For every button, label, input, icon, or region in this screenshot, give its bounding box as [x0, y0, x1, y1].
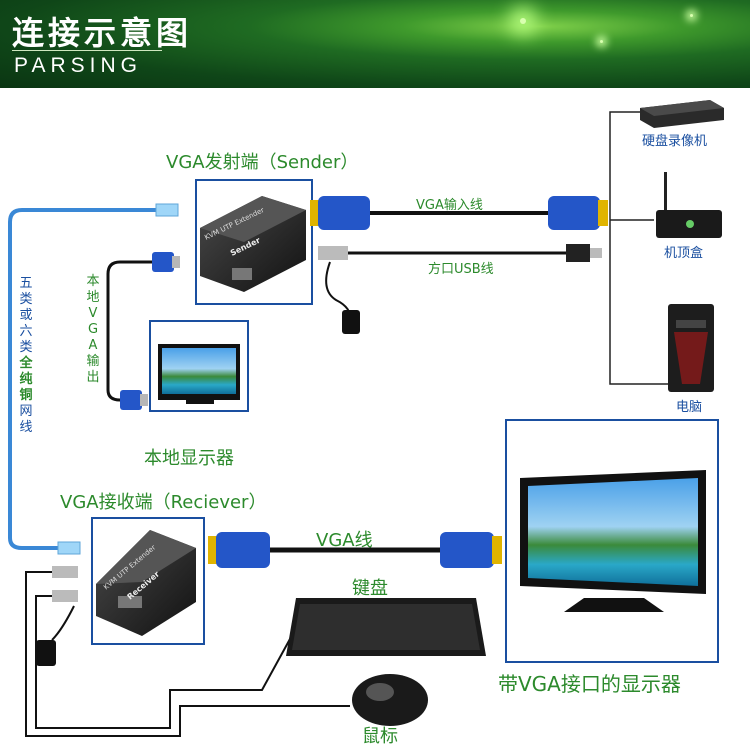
- dvr-image: [640, 100, 724, 128]
- vga-input-cable-label: VGA输入线: [416, 198, 483, 213]
- computer-label: 电脑: [676, 400, 703, 415]
- local-vga-output-label: 本地VGA输出: [86, 274, 100, 385]
- sender-device-image: [200, 196, 306, 292]
- cable-type-label: 五类或六类全纯铜网线: [17, 276, 35, 436]
- power-adapter-sender: [325, 261, 360, 334]
- computer-image: [668, 304, 714, 392]
- page-subtitle: PARSING: [14, 54, 142, 77]
- cable-type-part2: 全纯铜: [19, 356, 33, 403]
- receiver-usb-plugs: [52, 566, 78, 602]
- sparkle-decor: [690, 14, 693, 17]
- local-monitor-image: [158, 344, 240, 404]
- keyboard-label: 键盘: [352, 578, 388, 599]
- keyboard-mouse-cables: [25, 571, 350, 737]
- sender-title: VGA发射端（Sender）: [166, 152, 359, 173]
- usb-cable: [318, 244, 602, 262]
- header-banner: 连接示意图 PARSING: [0, 0, 750, 88]
- cable-type-part1: 五类或六类: [19, 276, 33, 355]
- page-title: 连接示意图: [12, 14, 193, 52]
- header-divider: [12, 50, 162, 51]
- vga-output-cable: [208, 532, 502, 568]
- set-top-box-image: [656, 172, 722, 238]
- mouse-image: [352, 674, 428, 726]
- local-vga-cable: [106, 252, 180, 410]
- dvr-label: 硬盘录像机: [642, 134, 708, 149]
- source-bracket-line: [609, 111, 668, 385]
- sparkle-decor: [600, 40, 603, 43]
- power-adapter-receiver: [36, 605, 75, 666]
- keyboard-image: [286, 598, 486, 656]
- set-top-box-label: 机顶盒: [664, 246, 704, 261]
- receiver-title: VGA接收端（Reciever）: [60, 492, 267, 513]
- vga-monitor-label: 带VGA接口的显示器: [498, 672, 681, 696]
- local-monitor-label: 本地显示器: [144, 448, 234, 469]
- receiver-device-image: [96, 530, 196, 636]
- vga-monitor-image: [520, 470, 706, 612]
- mouse-label: 鼠标: [362, 726, 398, 747]
- sparkle-decor: [520, 18, 526, 24]
- vga-input-cable: [310, 196, 608, 230]
- cable-type-part3: 网线: [19, 404, 33, 435]
- vga-cable-label: VGA线: [316, 530, 373, 551]
- usb-cable-label: 方口USB线: [428, 262, 494, 277]
- utp-cable: [8, 203, 179, 555]
